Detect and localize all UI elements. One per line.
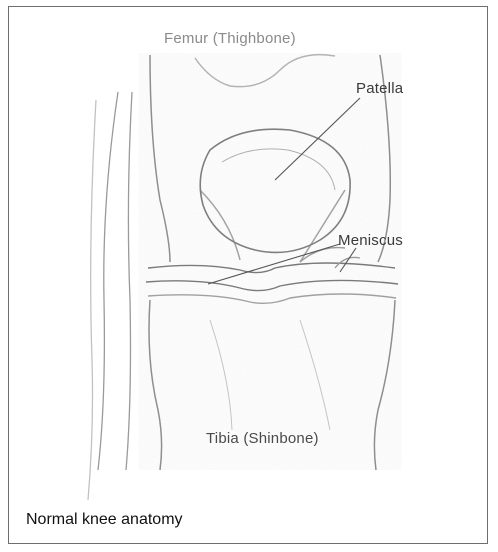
femur-label: Femur (Thighbone) bbox=[164, 30, 296, 47]
patella-label: Patella bbox=[356, 80, 403, 97]
figure-caption: Normal knee anatomy bbox=[26, 511, 183, 529]
meniscus-label: Meniscus bbox=[338, 232, 403, 249]
joint-shading bbox=[139, 53, 402, 470]
fibula-outline bbox=[88, 92, 132, 500]
tibia-label: Tibia (Shinbone) bbox=[206, 430, 319, 447]
